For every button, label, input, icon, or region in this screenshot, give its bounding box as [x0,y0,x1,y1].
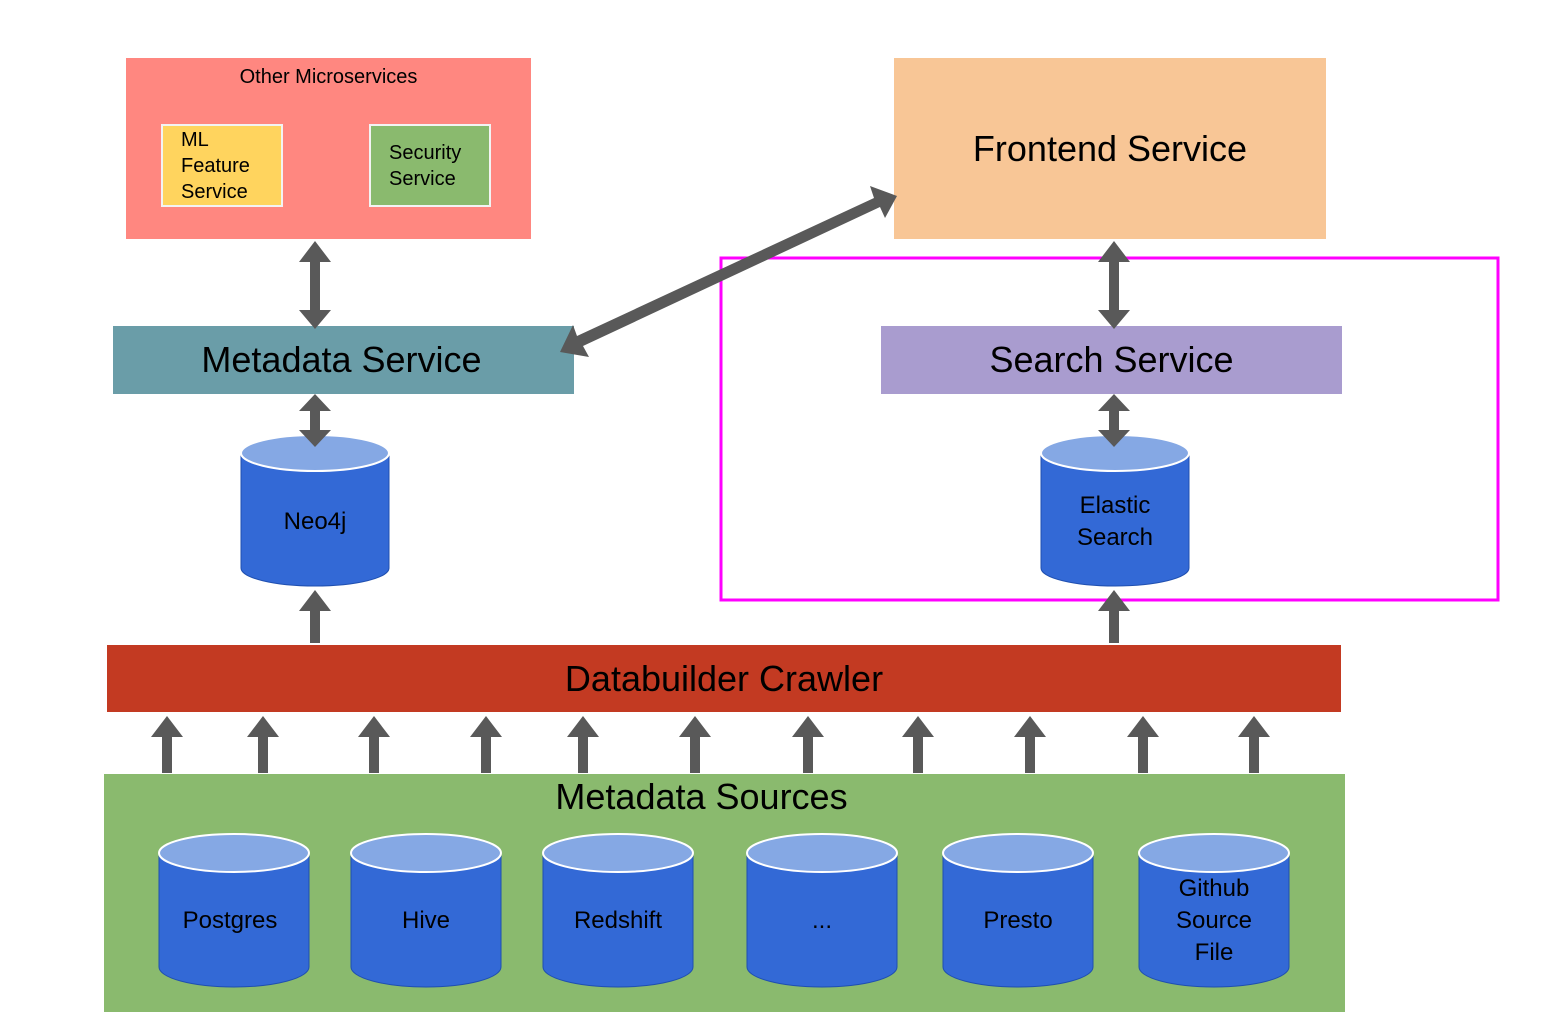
source-label-postgres: Postgres [182,907,278,934]
security-service-label: Security Service [389,141,462,190]
arrows-sources-crawler [151,716,1270,773]
postgres-cylinder [158,833,310,988]
presto-cylinder [942,833,1094,988]
redshift-cylinder [542,833,694,988]
elastic-search-cylinder [1040,434,1190,587]
other-microservices-title: Other Microservices [239,66,418,88]
search-service-box: Search Service [881,326,1342,394]
neo4j-label: Neo4j [283,508,347,535]
security-service-box: Security Service [369,124,491,207]
metadata-sources-title: Metadata Sources [555,776,848,817]
ml-feature-service-box: ML Feature Service [161,124,283,207]
frontend-service-box: Frontend Service [894,58,1326,239]
github-source-file-cylinder [1138,833,1290,988]
databuilder-crawler-box: Databuilder Crawler [107,645,1341,712]
hive-cylinder [350,833,502,988]
arrow-crawler-elastic [1098,590,1130,643]
arrow-crawler-neo4j [299,590,331,643]
source-label-github-source-file: Github Source File [1175,875,1253,966]
source-label-hive: Hive [401,907,450,934]
frontend-service-label: Frontend Service [972,127,1248,169]
databuilder-crawler-label: Databuilder Crawler [564,657,884,699]
metadata-service-label: Metadata Service [201,339,482,380]
ml-feature-service-label: ML Feature Service [181,128,250,203]
source-label-ellipsis: ... [811,907,832,934]
metadata-sources-box: Metadata Sources [104,774,1345,1012]
other-microservices-box: Other Microservices ML Feature Service S… [126,58,531,239]
arrow-frontend-search [1098,241,1130,329]
source-label-presto: Presto [983,907,1053,934]
metadata-service-box: Metadata Service [113,326,574,394]
neo4j-cylinder [240,434,390,587]
search-service-label: Search Service [989,339,1234,380]
arrow-metadata-frontend [560,186,897,357]
source-label-redshift: Redshift [573,907,663,934]
arrow-metadata-neo4j [299,394,331,447]
elastic-search-label: Elastic Search [1076,492,1154,551]
arrow-microservices-metadata [299,241,331,329]
ellipsis-cylinder [746,833,898,988]
arrow-search-elastic [1098,394,1130,447]
